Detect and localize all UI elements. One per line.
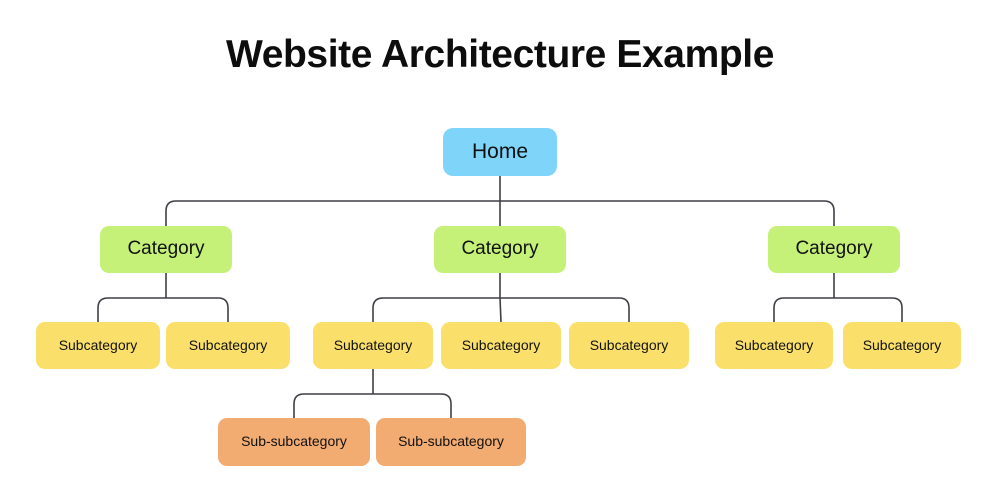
node-label: Subcategory <box>333 336 413 353</box>
node-label: Category <box>127 238 205 260</box>
node-subcategory-1[interactable]: Subcategory <box>36 322 160 369</box>
node-label: Subcategory <box>862 336 942 353</box>
connector-home <box>165 175 835 227</box>
connector-cat1 <box>97 272 229 323</box>
node-category-1[interactable]: Category <box>100 226 232 273</box>
node-home[interactable]: Home <box>443 128 557 176</box>
connector-cat2 <box>372 272 630 323</box>
node-label: Subcategory <box>58 336 138 353</box>
node-subcategory-2[interactable]: Subcategory <box>166 322 290 369</box>
node-subcategory-3[interactable]: Subcategory <box>313 322 433 369</box>
node-label: Sub-subcategory <box>241 433 347 450</box>
node-sub-subcategory-1[interactable]: Sub-subcategory <box>218 418 370 466</box>
node-category-2[interactable]: Category <box>434 226 566 273</box>
node-sub-subcategory-2[interactable]: Sub-subcategory <box>376 418 526 466</box>
node-label: Subcategory <box>461 336 541 353</box>
connector-cat3 <box>773 272 903 323</box>
node-label: Home <box>471 140 529 164</box>
node-label: Subcategory <box>589 336 669 353</box>
connector-sub3 <box>293 368 452 419</box>
node-subcategory-4[interactable]: Subcategory <box>441 322 561 369</box>
node-category-3[interactable]: Category <box>768 226 900 273</box>
node-label: Category <box>461 238 539 260</box>
node-label: Subcategory <box>188 336 268 353</box>
node-label: Sub-subcategory <box>398 433 504 450</box>
node-subcategory-5[interactable]: Subcategory <box>569 322 689 369</box>
node-label: Subcategory <box>734 336 814 353</box>
node-subcategory-6[interactable]: Subcategory <box>715 322 833 369</box>
page-title: Website Architecture Example <box>226 33 774 76</box>
node-subcategory-7[interactable]: Subcategory <box>843 322 961 369</box>
node-label: Category <box>795 238 873 260</box>
